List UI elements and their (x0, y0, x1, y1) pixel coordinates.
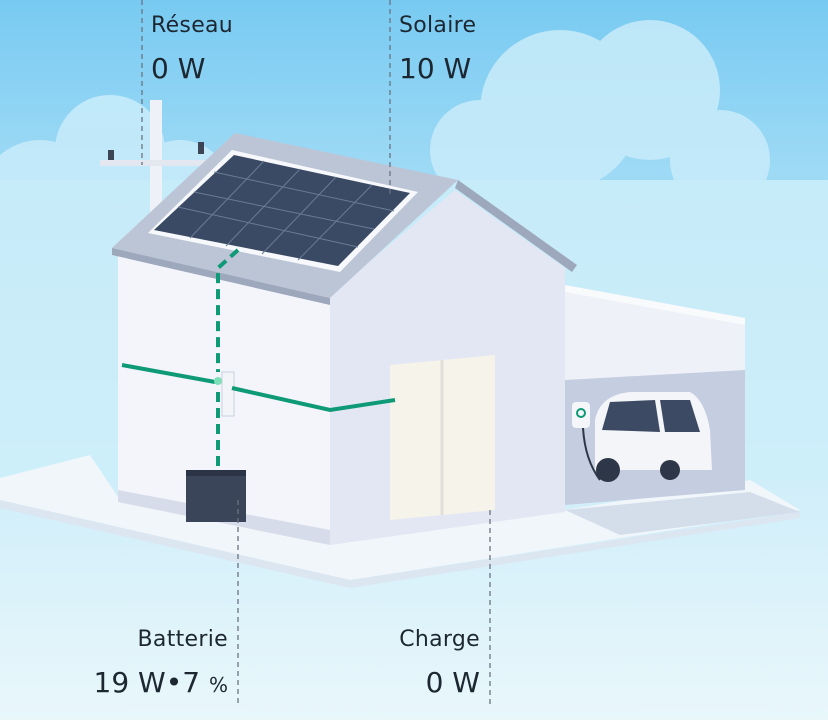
grid-label: Réseau (151, 13, 234, 38)
home-battery (186, 470, 246, 522)
battery-label: Batterie (137, 627, 228, 652)
utility-pole (100, 100, 210, 215)
solar-panel (148, 150, 418, 272)
solar-power-value: 10 W (399, 52, 472, 85)
leader-lines (141, 0, 491, 705)
flow-junction (214, 377, 222, 385)
solar-flow-line (216, 248, 240, 372)
grid-power-value: 0 W (151, 52, 206, 85)
battery-values: 19 W•7 % (94, 666, 228, 699)
energy-flow-lines (121, 248, 396, 470)
load-power-value: 0 W (425, 666, 480, 699)
battery-soc-unit: % (208, 673, 228, 697)
solar-label: Solaire (399, 13, 477, 38)
patio-door (390, 355, 495, 520)
battery-soc-value: 7 (182, 666, 201, 699)
inverter (221, 371, 235, 417)
driveway (565, 492, 800, 535)
grid-flow-line (121, 363, 216, 384)
load-flow-line (231, 386, 396, 413)
load-label: Charge (399, 627, 480, 652)
battery-power-value: 19 W (93, 666, 166, 699)
separator-dot: • (165, 666, 183, 699)
electric-car (572, 392, 712, 482)
